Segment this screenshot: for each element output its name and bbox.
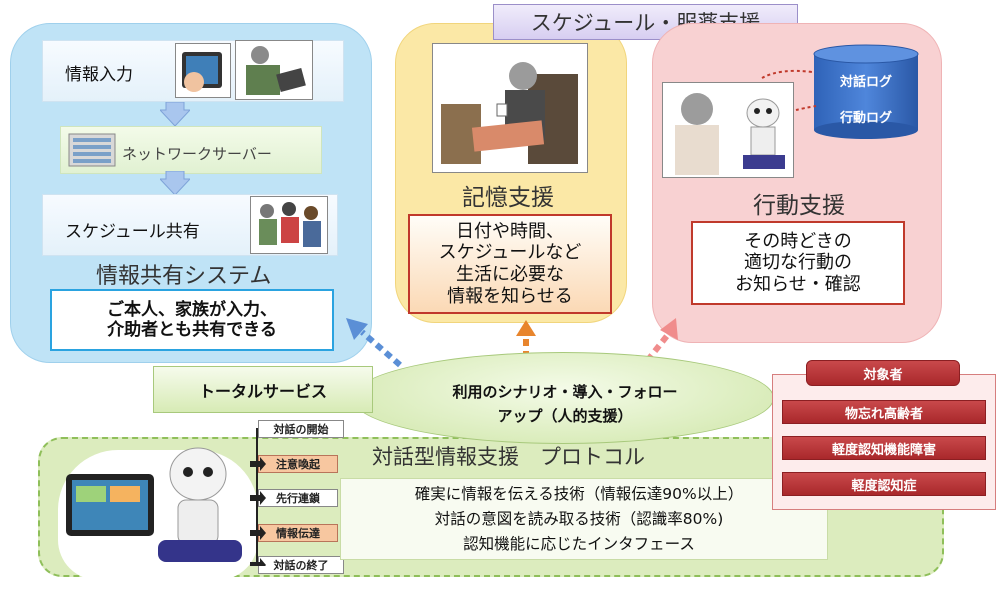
action-support-desc: その時どきの 適切な行動の お知らせ・確認 (691, 221, 905, 305)
family-sharing-image (250, 196, 328, 254)
down-arrow-2 (160, 171, 190, 195)
server-icon (67, 130, 119, 170)
flow-step-info-delivery: 情報伝達 (258, 524, 338, 542)
flow-step-attention: 注意喚起 (258, 455, 338, 473)
memory-desc-line3: 生活に必要な (456, 264, 564, 285)
memory-desc-line2: スケジュールなど (438, 242, 582, 264)
database-icon (813, 44, 919, 139)
action-desc-line2: 適切な行動の (744, 252, 852, 274)
memory-support-desc: 日付や時間、 スケジュールなど 生活に必要な 情報を知らせる (408, 214, 612, 314)
info-sharing-desc-line2: 介助者とも共有できる (107, 320, 277, 340)
info-sharing-title: 情報共有システム (96, 264, 272, 289)
flow-step-arrows (250, 457, 266, 566)
protocol-text-box (340, 478, 828, 560)
protocol-line-2: 対話の意図を読み取る技術（認識率80%) (434, 510, 724, 528)
memory-desc-line4: 情報を知らせる (447, 285, 573, 307)
down-arrow-1 (160, 102, 190, 126)
tablet-hand-image (175, 43, 231, 98)
protocol-line-3: 認知機能に応じたインタフェース (463, 535, 695, 553)
flow-step-start: 対話の開始 (258, 420, 344, 438)
protocol-line-1: 確実に情報を伝える技術（情報伝達90%以上） (414, 485, 744, 503)
target-item-2: 軽度認知機能障害 (782, 436, 986, 460)
elderly-robot-image (662, 82, 794, 178)
scenario-ellipse (352, 352, 774, 444)
action-support-title: 行動支援 (753, 193, 845, 219)
scenario-line-1: 利用のシナリオ・導入・フォロー (452, 383, 678, 401)
elderly-reading-image (432, 43, 588, 173)
flow-step-end: 対話の終了 (258, 556, 344, 574)
db-action-log: 行動ログ (839, 111, 892, 126)
target-audience-title: 対象者 (806, 360, 960, 386)
flow-step-pre-sequence: 先行連鎖 (258, 489, 338, 507)
scenario-line-2: アップ（人的支援） (497, 407, 633, 425)
action-desc-line3: お知らせ・確認 (735, 273, 861, 295)
tablet-device-icon (66, 474, 154, 536)
elderly-tablet-image (235, 40, 313, 100)
target-item-3: 軽度認知症 (782, 472, 986, 496)
info-sharing-desc-line1: ご本人、家族が入力、 (107, 299, 277, 320)
target-item-1: 物忘れ高齢者 (782, 400, 986, 424)
db-dialog-log: 対話ログ (839, 75, 892, 90)
protocol-title: 対話型情報支援 プロトコル (372, 445, 645, 469)
total-service-label: トータルサービス (153, 366, 373, 413)
memory-support-title: 記憶支援 (462, 185, 554, 211)
robot-icon (158, 447, 242, 562)
action-desc-line1: その時どきの (744, 230, 852, 252)
schedule-share-label: スケジュール共有 (65, 222, 200, 242)
schedule-medication-label: スケジュール・服薬支援 (493, 4, 798, 40)
info-input-label: 情報入力 (65, 65, 133, 85)
info-sharing-desc: ご本人、家族が入力、 介助者とも共有できる (50, 289, 334, 351)
db-link-lines (761, 69, 817, 111)
network-server-label: ネットワークサーバー (122, 145, 272, 163)
memory-desc-line1: 日付や時間、 (456, 220, 564, 242)
